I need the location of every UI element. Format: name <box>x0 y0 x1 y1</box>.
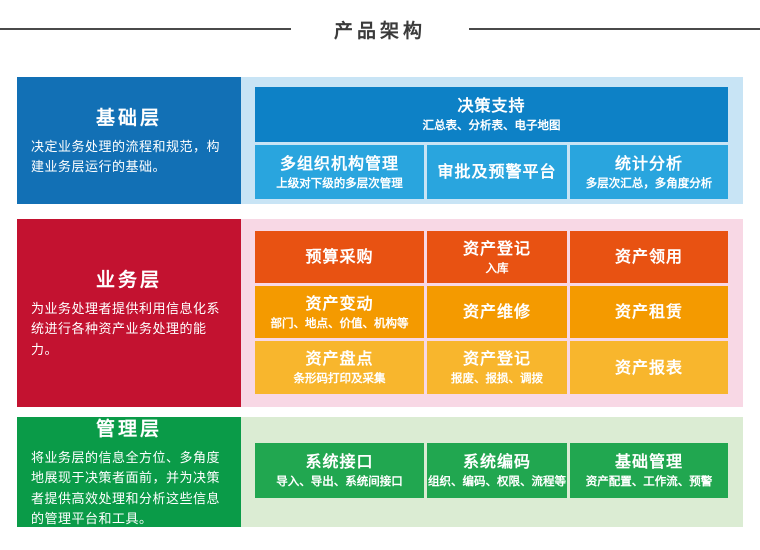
foundation-content: 决策支持 汇总表、分析表、电子地图 多组织机构管理 上级对下级的多层次管理 审批… <box>241 77 743 204</box>
box-subtitle: 报废、报损、调拨 <box>451 371 543 386</box>
box-asset-registration-disposal: 资产登记 报废、报损、调拨 <box>427 341 567 394</box>
foundation-layer-description: 决定业务处理的流程和规范，构建业务层运行的基础。 <box>31 139 221 175</box>
management-panel: 管理层 将业务层的信息全方位、多角度地展现于决策者面前，并为决策者提供高效处理和… <box>17 417 241 527</box>
box-title: 多组织机构管理 <box>279 153 399 173</box>
box-title: 资产登记 <box>462 349 531 369</box>
box-title: 预算采购 <box>305 247 374 266</box>
box-subtitle: 部门、地点、价值、机构等 <box>270 315 409 330</box>
business-content: 预算采购 资产登记 入库 资产领用 资产变动 部门、地点、价值、机构等 资产维修 <box>241 219 743 407</box>
box-asset-leasing: 资产租赁 <box>570 286 728 338</box>
box-title: 系统接口 <box>305 452 374 472</box>
box-subtitle: 组织、编码、权限、流程等 <box>428 474 566 489</box>
box-subtitle: 上级对下级的多层次管理 <box>276 175 403 190</box>
layer-foundation: 基础层 决定业务处理的流程和规范，构建业务层运行的基础。 决策支持 汇总表、分析… <box>17 77 743 204</box>
box-title: 资产报表 <box>614 357 683 377</box>
title-rule-left <box>0 28 291 30</box>
layer-business: 业务层 为业务处理者提供利用信息化系统进行各种资产业务处理的能力。 预算采购 资… <box>17 219 743 407</box>
layer-management: 管理层 将业务层的信息全方位、多角度地展现于决策者面前，并为决策者提供高效处理和… <box>17 417 743 527</box>
box-title: 审批及预警平台 <box>437 162 557 181</box>
management-layer-title: 管理层 <box>95 418 162 441</box>
box-title: 资产维修 <box>462 302 531 321</box>
box-title: 资产盘点 <box>305 349 374 369</box>
business-panel: 业务层 为业务处理者提供利用信息化系统进行各种资产业务处理的能力。 <box>17 219 241 407</box>
box-subtitle: 导入、导出、系统间接口 <box>276 474 403 489</box>
box-title: 资产租赁 <box>614 302 683 321</box>
box-subtitle: 资产配置、工作流、预警 <box>585 474 713 489</box>
box-statistical-analysis: 统计分析 多层次汇总，多角度分析 <box>570 145 728 199</box>
business-grid: 预算采购 资产登记 入库 资产领用 资产变动 部门、地点、价值、机构等 资产维修 <box>255 231 728 394</box>
box-title: 资产变动 <box>305 293 374 313</box>
page-title: 产品架构 <box>333 20 426 42</box>
box-asset-maintenance: 资产维修 <box>427 286 567 338</box>
box-asset-reports: 资产报表 <box>570 341 728 394</box>
box-asset-registration-inbound: 资产登记 入库 <box>427 231 567 283</box>
box-title: 决策支持 <box>457 96 526 116</box>
management-grid: 系统接口 导入、导出、系统间接口 系统编码 组织、编码、权限、流程等 基础管理 … <box>255 443 728 498</box>
business-layer-description: 为业务处理者提供利用信息化系统进行各种资产业务处理的能力。 <box>31 302 221 358</box>
foundation-panel: 基础层 决定业务处理的流程和规范，构建业务层运行的基础。 <box>17 77 241 204</box>
box-system-coding: 系统编码 组织、编码、权限、流程等 <box>427 443 567 498</box>
box-approval-warning-platform: 审批及预警平台 <box>427 145 567 199</box>
management-layer-description: 将业务层的信息全方位、多角度地展现于决策者面前，并为决策者提供高效处理和分析这些… <box>31 451 221 527</box>
box-title: 资产登记 <box>462 238 531 258</box>
box-budget-procurement: 预算采购 <box>255 231 424 283</box>
box-title: 基础管理 <box>614 452 683 472</box>
box-asset-requisition: 资产领用 <box>570 231 728 283</box>
box-asset-inventory: 资产盘点 条形码打印及采集 <box>255 341 424 394</box>
management-content: 系统接口 导入、导出、系统间接口 系统编码 组织、编码、权限、流程等 基础管理 … <box>241 417 743 527</box>
title-rule-right <box>469 28 760 30</box>
box-title: 资产领用 <box>614 247 683 266</box>
box-basic-management: 基础管理 资产配置、工作流、预警 <box>570 443 728 498</box>
foundation-layer-title: 基础层 <box>95 106 162 129</box>
business-layer-title: 业务层 <box>95 269 162 292</box>
box-asset-change: 资产变动 部门、地点、价值、机构等 <box>255 286 424 338</box>
box-title: 统计分析 <box>614 153 683 173</box>
box-multi-org-management: 多组织机构管理 上级对下级的多层次管理 <box>255 145 424 199</box>
box-subtitle: 多层次汇总，多角度分析 <box>585 175 713 190</box>
box-subtitle: 条形码打印及采集 <box>293 371 386 386</box>
box-system-interface: 系统接口 导入、导出、系统间接口 <box>255 443 424 498</box>
box-subtitle: 汇总表、分析表、电子地图 <box>422 118 561 133</box>
foundation-grid: 决策支持 汇总表、分析表、电子地图 多组织机构管理 上级对下级的多层次管理 审批… <box>255 87 728 199</box>
box-subtitle: 入库 <box>485 260 509 275</box>
box-decision-support: 决策支持 汇总表、分析表、电子地图 <box>255 87 728 142</box>
box-title: 系统编码 <box>462 452 531 472</box>
